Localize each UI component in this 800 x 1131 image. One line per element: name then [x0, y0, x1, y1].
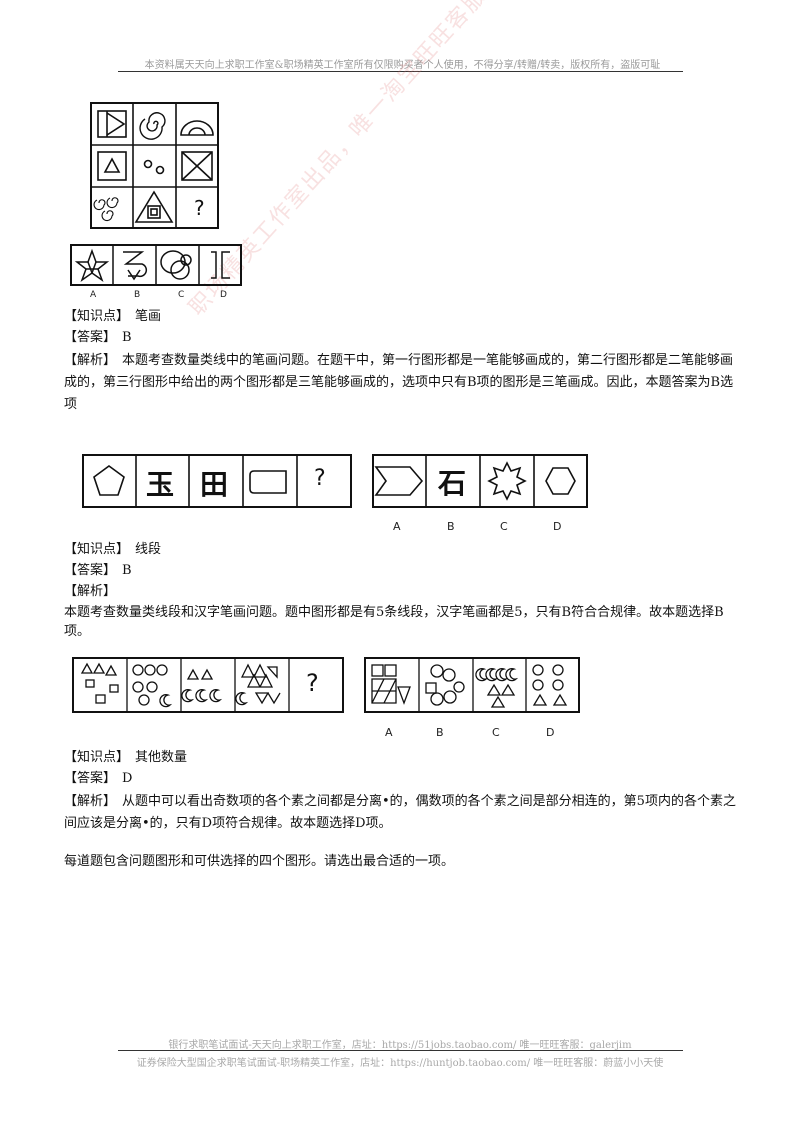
q1-options-row	[70, 244, 242, 286]
q1-analysis-tag: 【解析】	[64, 353, 117, 368]
q3-answer-value: D	[122, 771, 133, 786]
q2-knowledge-value: 线段	[135, 542, 162, 557]
q3-option-label-a: A	[385, 726, 393, 739]
q3-option-label-b: B	[436, 726, 444, 739]
q1-knowledge-line: 【知识点】笔画	[64, 307, 161, 326]
q2-char-1: 玉	[146, 468, 175, 501]
q2-option-char: 石	[438, 467, 467, 500]
q1-option-label-c: C	[178, 290, 185, 300]
q2-question-mark: ?	[314, 466, 326, 491]
q3-answer-tag: 【答案】	[64, 771, 117, 786]
q1-analysis-text: 本题考查数量类线中的笔画问题。在题干中，第一行图形都是一笔能够画成的，第二行图形…	[64, 353, 734, 412]
q2-char-2: 田	[200, 468, 229, 501]
q3-knowledge-value: 其他数量	[135, 750, 188, 765]
header-divider	[118, 71, 683, 72]
q2-answer-value: B	[122, 563, 132, 578]
q3-question-mark: ?	[306, 669, 319, 697]
q1-answer-line: 【答案】 B	[64, 328, 132, 347]
q3-options-row	[364, 657, 580, 713]
q1-option-label-d: D	[220, 290, 227, 300]
q2-options-row	[372, 454, 588, 508]
q1-question-grid	[90, 102, 220, 230]
q2-option-label-c: C	[500, 520, 508, 533]
instruction-text: 每道题包含问题图形和可供选择的四个图形。请选出最合适的一项。	[64, 854, 455, 869]
footer-line-1: 银行求职笔试面试-天天向上求职工作室，店址：https://51jobs.tao…	[168, 1040, 632, 1051]
q2-knowledge-tag: 【知识点】	[64, 542, 130, 557]
footer-divider	[118, 1050, 683, 1051]
q2-answer-tag: 【答案】	[64, 563, 117, 578]
q3-knowledge-line: 【知识点】其他数量	[64, 748, 187, 767]
q2-option-label-b: B	[447, 520, 455, 533]
q1-answer-tag: 【答案】	[64, 330, 117, 345]
q2-knowledge-line: 【知识点】线段	[64, 540, 161, 559]
q1-analysis: 【解析】本题考查数量类线中的笔画问题。在题干中，第一行图形都是一笔能够画成的，第…	[64, 350, 736, 416]
q3-question-row	[72, 657, 344, 713]
q2-option-label-a: A	[393, 520, 401, 533]
q3-option-label-d: D	[546, 726, 555, 739]
footer-line-2: 证券保险大型国企求职笔试面试-职场精英工作室，店址：https://huntjo…	[136, 1058, 664, 1069]
q3-answer-line: 【答案】 D	[64, 769, 132, 788]
header-notice: 本资料属天天向上求职工作室&职场精英工作室所有仅限购买者个人使用，不得分享/转赠…	[144, 60, 661, 71]
q3-option-label-c: C	[492, 726, 500, 739]
q1-knowledge-value: 笔画	[135, 309, 162, 324]
q2-answer-line: 【答案】 B	[64, 561, 132, 580]
q3-analysis-text: 从题中可以看出奇数项的各个素之间都是分离•的，偶数项的各个素之间是部分相连的，第…	[64, 794, 736, 831]
q2-question-row	[82, 454, 352, 508]
q1-knowledge-tag: 【知识点】	[64, 309, 130, 324]
q2-analysis-text: 本题考查数量类线段和汉字笔画问题。题中图形都是有5条线段，汉字笔画都是5，只有B…	[64, 605, 724, 639]
q1-grid-question-mark: ?	[194, 196, 205, 220]
q3-knowledge-tag: 【知识点】	[64, 750, 130, 765]
q3-analysis-tag: 【解析】	[64, 794, 117, 809]
q1-option-label-b: B	[134, 290, 141, 300]
q2-analysis-tag: 【解析】	[64, 584, 117, 599]
q2-option-label-d: D	[553, 520, 562, 533]
q1-answer-value: B	[122, 330, 132, 345]
watermark: 职场精英工作室出品，唯一淘宝旺旺客服：蔚蓝小小天使	[184, 0, 605, 321]
q1-option-label-a: A	[90, 290, 97, 300]
q3-analysis: 【解析】从题中可以看出奇数项的各个素之间都是分离•的，偶数项的各个素之间是部分相…	[64, 791, 736, 835]
